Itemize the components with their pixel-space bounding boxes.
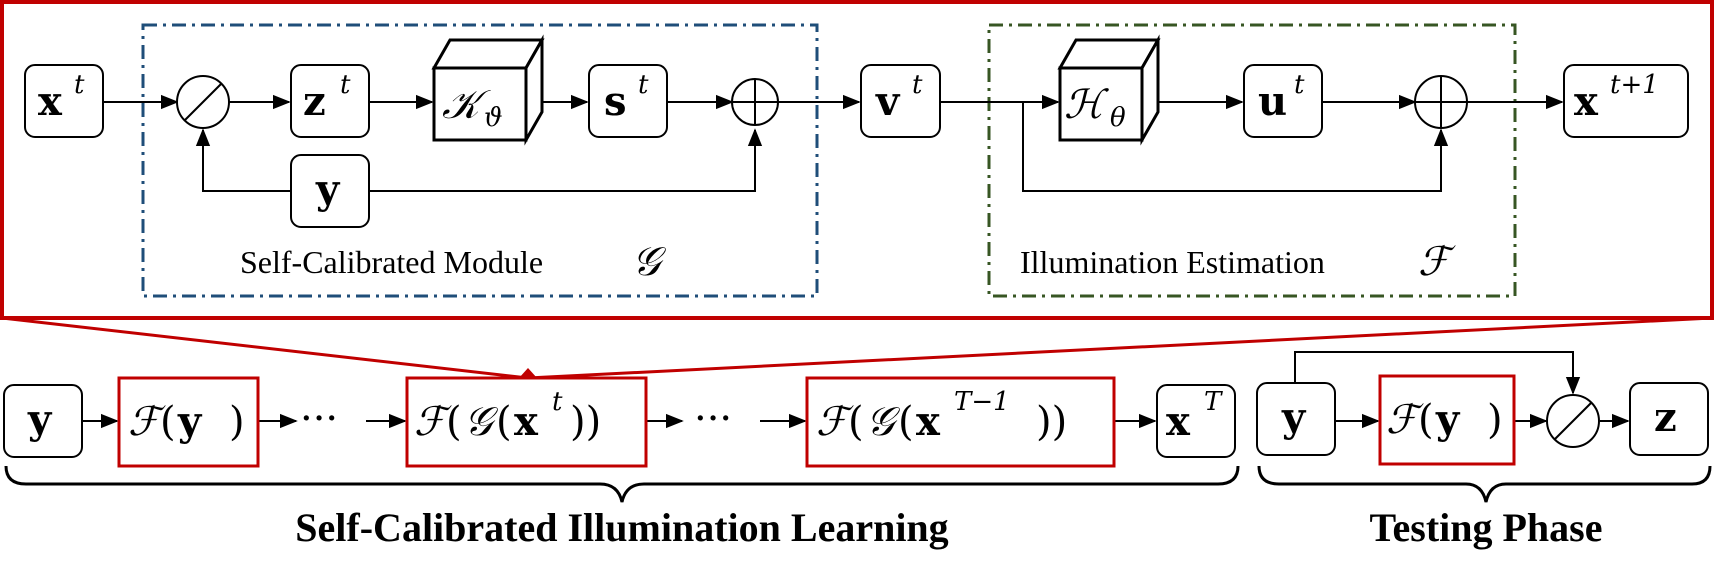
learning-section-title: Self-Calibrated Illumination Learning [295,505,948,550]
svg-text:(: ( [496,399,512,445]
node-f-y-learning: ℱ ( y ) [117,376,260,468]
svg-text:T: T [1204,387,1223,417]
zoom-line-right [527,316,1713,380]
svg-text:x: x [1574,78,1599,125]
svg-text:t: t [74,70,85,100]
svg-text:x: x [1166,398,1191,445]
svg-text:ϑ: ϑ [484,103,503,133]
node-z-t: z t [290,64,370,138]
plus-op-top-right [1414,75,1468,129]
svg-text:v: v [875,78,901,125]
svg-text:z: z [303,78,326,125]
node-f-g-x-t: ℱ ( 𝒢 ( x t )) [405,376,648,468]
divide-op-top [176,75,230,129]
node-x-T: x T [1156,384,1236,458]
svg-text:t+1: t+1 [1610,70,1659,100]
svg-text:z: z [1654,394,1677,441]
svg-text:)): )) [570,399,601,445]
svg-text:s: s [604,78,627,125]
node-x-t-plus-1: x t+1 [1563,64,1689,138]
network-h-theta-cube: ℋ θ [1057,34,1161,146]
self-calibrated-module-symbol: 𝒢 [632,239,667,285]
testing-brace [1257,465,1712,503]
divide-op-testing [1546,394,1600,448]
bottom-wires [82,351,1630,429]
node-y-bottom: y [3,384,83,458]
svg-text:ℋ: ℋ [1064,82,1109,128]
svg-text:u: u [1258,78,1287,125]
network-k-theta-cube: 𝒦 ϑ [431,34,545,146]
svg-text:y: y [1435,396,1461,443]
plus-op-top-left [731,78,779,126]
node-f-g-x-t-minus-1: ℱ ( 𝒢 ( x T−1 )) [805,376,1116,468]
svg-text:θ: θ [1110,103,1126,133]
zoom-frame [0,0,1714,320]
svg-text:(: ( [160,399,176,445]
svg-text:y: y [27,396,53,443]
testing-section-title: Testing Phase [1369,505,1602,550]
node-z-testing: z [1629,382,1709,456]
svg-text:t: t [638,70,649,100]
svg-text:t: t [912,70,923,100]
node-u-t: u t [1243,64,1323,138]
illumination-estimation-caption: Illumination Estimation [1020,244,1325,280]
svg-text:): ) [1487,397,1503,443]
svg-text:t: t [1294,70,1305,100]
illumination-estimation-symbol: ℱ [1418,239,1456,285]
svg-text:)): )) [1036,399,1067,445]
svg-text:x: x [916,398,941,445]
top-wires [103,94,1564,192]
self-calibrated-module-caption: Self-Calibrated Module [240,244,543,280]
svg-text:t: t [552,387,563,417]
node-y-top: y [290,154,370,228]
svg-text:x: x [38,78,63,125]
svg-text:(: ( [848,399,864,445]
svg-text:(: ( [1418,397,1434,443]
self-calibrated-module-frame [141,23,819,298]
svg-text:x: x [514,398,539,445]
svg-text:y: y [315,166,341,213]
svg-text:(: ( [446,399,462,445]
svg-text:t: t [340,70,351,100]
svg-text:T−1: T−1 [954,387,1010,417]
ellipsis-1: ··· [300,396,338,442]
node-v-t: v t [860,64,941,138]
learning-brace [4,465,1240,503]
svg-text:(: ( [898,399,914,445]
svg-text:y: y [1281,394,1307,441]
zoom-line-left [1,316,529,380]
node-x-t: x t [24,64,104,138]
svg-text:y: y [177,398,203,445]
node-y-testing: y [1256,382,1336,456]
svg-text:): ) [229,399,245,445]
node-s-t: s t [588,64,668,138]
ellipsis-2: ··· [694,396,732,442]
node-f-y-testing: ℱ ( y ) [1378,374,1516,466]
illumination-estimation-frame [987,23,1517,298]
